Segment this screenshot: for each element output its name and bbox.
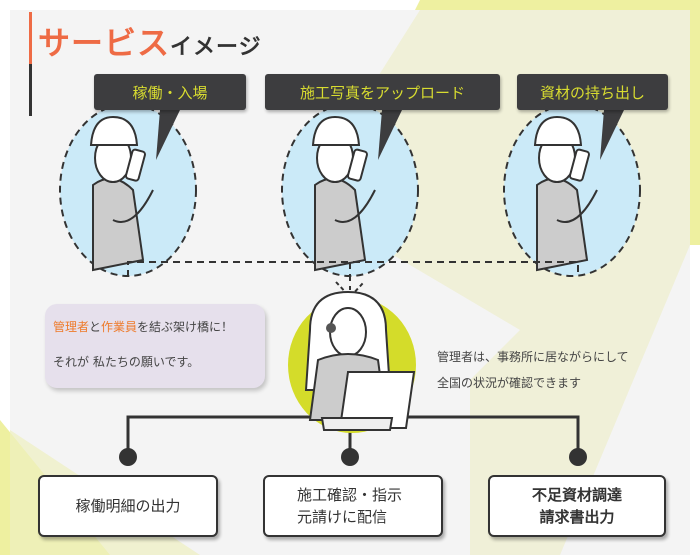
worker-tag-2: 施工写真をアップロード [265, 74, 500, 110]
output-3-line1: 不足資材調達 [531, 486, 622, 504]
output-box-2: 施工確認・指示元請けに配信 [263, 475, 443, 537]
output-box-3: 不足資材調達請求書出力 [488, 475, 666, 537]
title-sub: イメージ [170, 35, 262, 60]
bridge-to: と [89, 320, 102, 334]
title-accent-bar [29, 12, 32, 64]
bridge-line2: それが 私たちの願いです。 [53, 355, 200, 369]
manager-note-line1: 管理者は、事務所に居ながらにして [437, 350, 629, 364]
output-box-1: 稼働明細の出力 [38, 475, 218, 537]
manager-note-line2: 全国の状況が確認できます [437, 376, 582, 390]
manager-illustration [288, 290, 416, 433]
bridge-worker: 作業員 [101, 320, 138, 334]
worker-figure-1 [89, 110, 180, 272]
worker-figure-3 [533, 110, 624, 272]
title-accent-bar-dark [29, 64, 32, 116]
output-3-line2: 請求書出力 [539, 508, 615, 526]
output-2-line2: 元請けに配信 [297, 508, 388, 526]
title-main: サービス [38, 24, 171, 62]
worker-tag-3: 資材の持ち出し [517, 74, 668, 110]
output-2-line1: 施工確認・指示 [297, 486, 403, 504]
bridge-tail: を結ぶ架け橋に！ [137, 320, 234, 334]
bridge-manager: 管理者 [53, 320, 90, 334]
worker-tag-1: 稼働・入場 [94, 74, 246, 110]
page-title: サービスイメージ [38, 18, 262, 64]
bridge-message: 管理者と作業員を結ぶ架け橋に！ それが 私たちの願いです。 [45, 304, 265, 388]
worker-figure-2 [311, 110, 402, 272]
output-1-line1: 稼働明細の出力 [75, 497, 181, 515]
